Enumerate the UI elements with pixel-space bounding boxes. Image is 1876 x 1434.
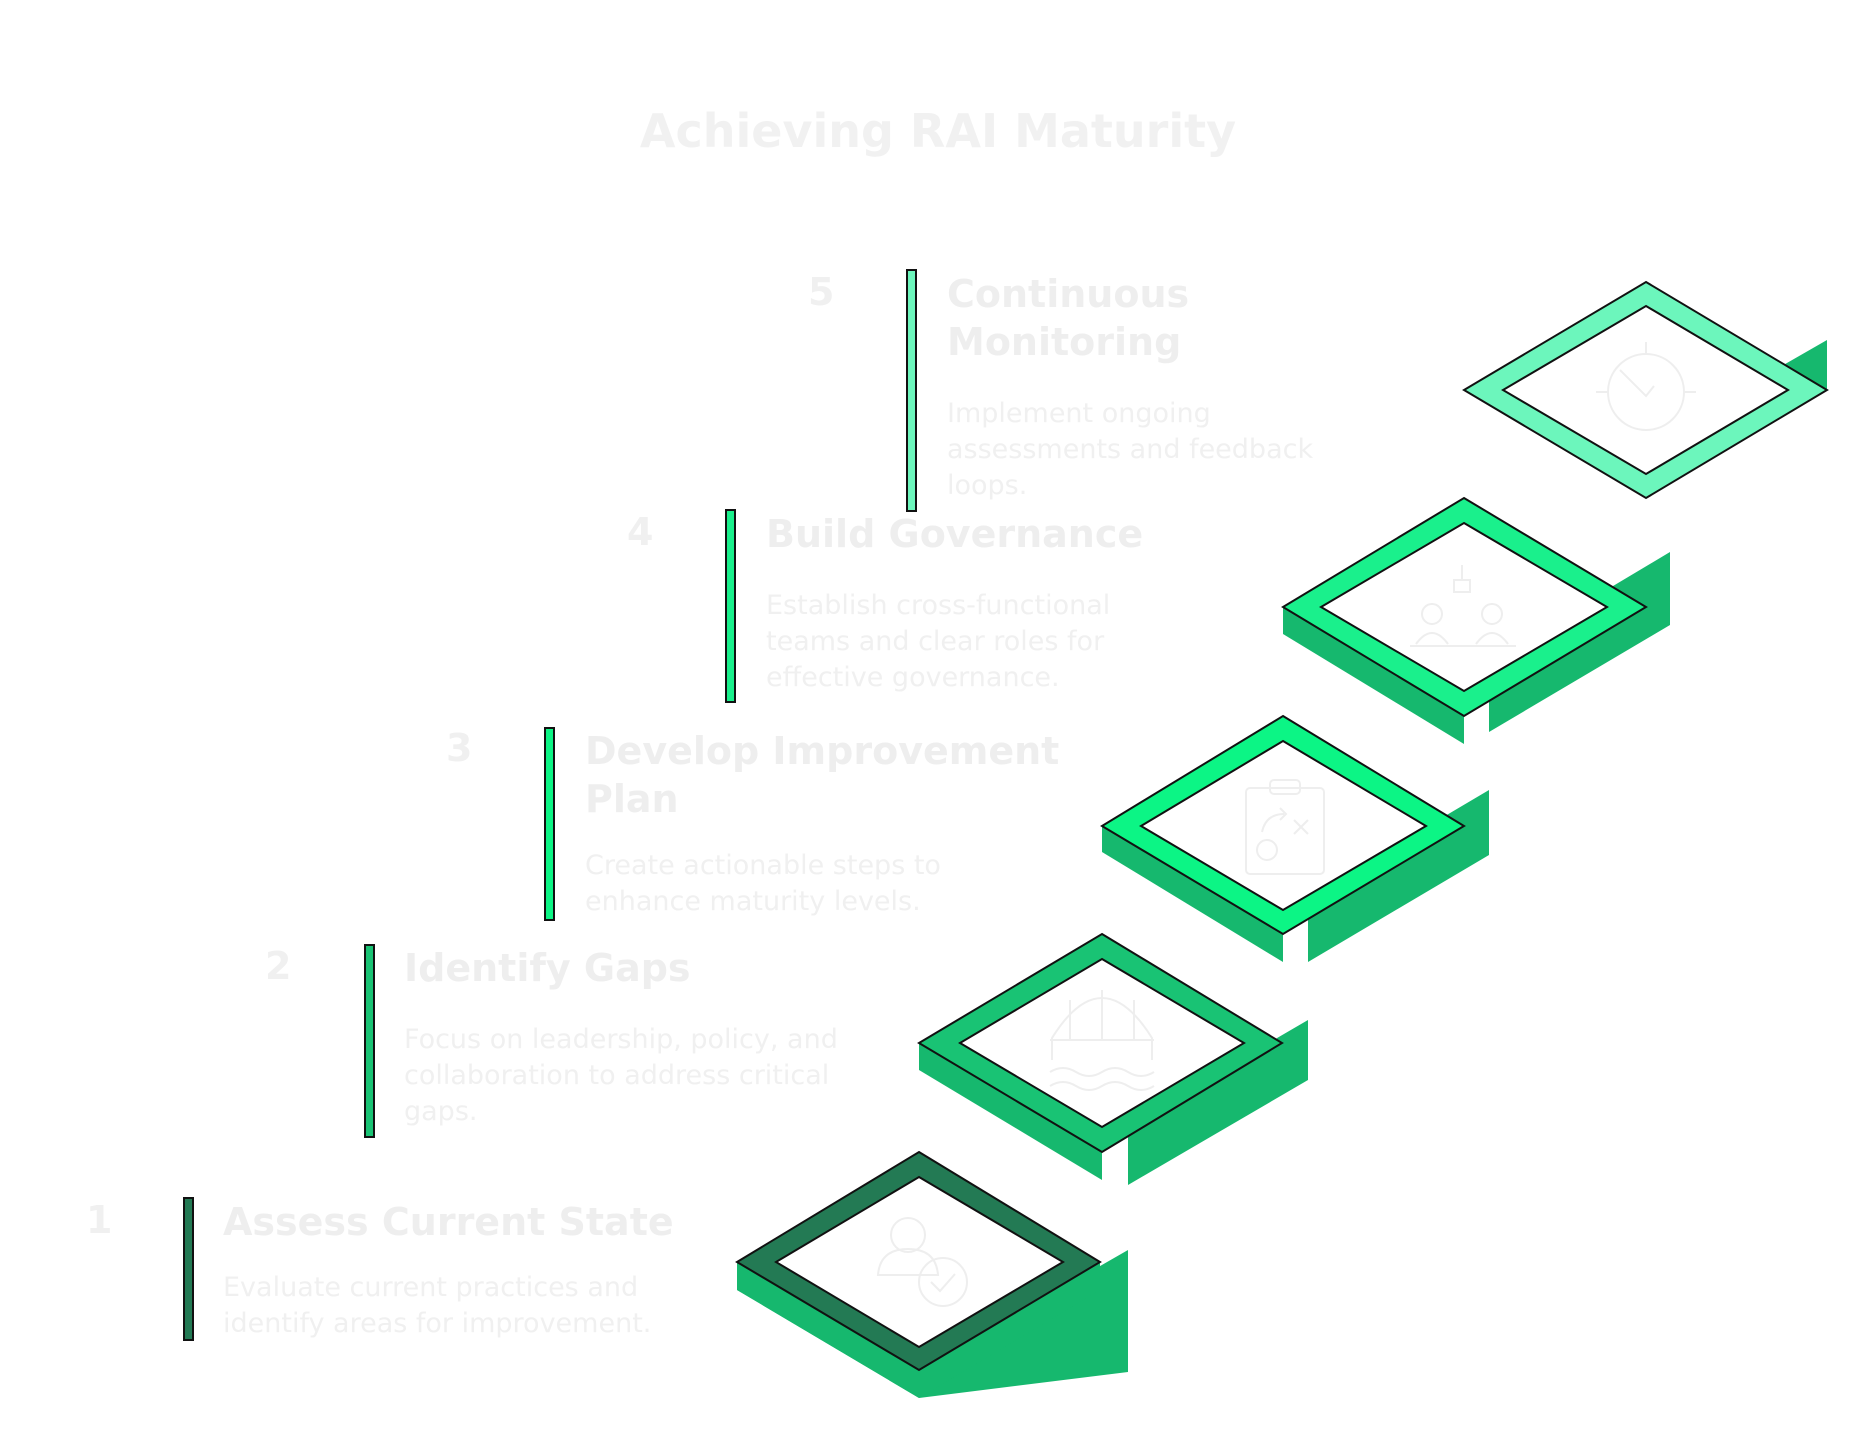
step-accent-bar xyxy=(183,1197,194,1341)
step-number: 1 xyxy=(86,1198,113,1242)
step-4-tile xyxy=(1281,496,1648,744)
step-number: 3 xyxy=(446,726,473,770)
step-accent-bar xyxy=(544,727,555,921)
step-title: Continuous Monitoring xyxy=(947,272,1190,364)
step-title: Identify Gaps xyxy=(404,946,691,990)
clipboard-strategy-icon xyxy=(1245,779,1325,875)
step-3-tile xyxy=(1100,714,1466,962)
step-5-tile xyxy=(1462,280,1829,500)
step-1-tile xyxy=(735,1150,1102,1398)
step-accent-bar xyxy=(906,269,917,512)
step-number: 2 xyxy=(265,944,292,988)
step-description: Create actionable steps to enhance matur… xyxy=(585,850,941,917)
step-title: Develop Improvement Plan xyxy=(585,729,1060,821)
step-number: 4 xyxy=(627,510,654,554)
step-number: 5 xyxy=(808,270,835,314)
diagram-title: Achieving RAI Maturity xyxy=(639,104,1237,158)
team-meeting-icon xyxy=(1410,565,1516,647)
step-description: Focus on leadership, policy, and collabo… xyxy=(404,1024,838,1127)
step-description: Implement ongoing assessments and feedba… xyxy=(947,398,1314,501)
step-accent-bar xyxy=(364,944,375,1138)
step-accent-bar xyxy=(725,509,736,703)
step-description: Establish cross-functional teams and cle… xyxy=(766,590,1111,693)
person-check-icon xyxy=(876,1217,968,1307)
step-2-tile xyxy=(917,932,1284,1180)
step-title: Assess Current State xyxy=(223,1200,674,1244)
bridge-over-water-icon xyxy=(1049,990,1155,1091)
stopwatch-icon xyxy=(1596,342,1696,431)
step-title: Build Governance xyxy=(766,512,1144,556)
step-description: Evaluate current practices and identify … xyxy=(223,1272,652,1339)
